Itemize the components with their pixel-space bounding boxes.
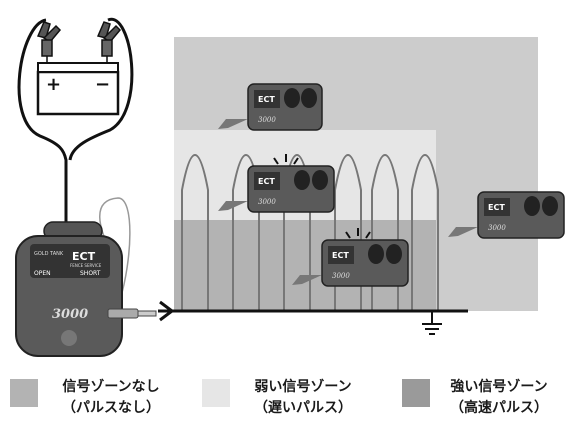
battery-cable	[17, 18, 134, 236]
legend-strong-signal-line2: （高速パルス）	[450, 400, 548, 416]
legend-item-weak-signal: 弱い信号ゾーン （遅いパルス）	[202, 377, 372, 421]
legend-swatch-no-signal	[10, 379, 38, 407]
legend-swatch-weak-signal	[202, 379, 230, 407]
sensor-strong-number: 3000	[332, 272, 350, 280]
sensor-outside-model: ECT	[488, 203, 505, 212]
battery: + −	[36, 62, 120, 116]
legend-item-no-signal: 信号ゾーンなし （パルスなし）	[10, 377, 180, 421]
sensor-weak-number: 3000	[258, 198, 276, 206]
alligator-clip-right-icon	[96, 21, 122, 64]
alligator-clip-left-icon	[36, 21, 62, 64]
sensor-outside-number: 3000	[488, 224, 506, 232]
ground-symbol	[422, 311, 442, 335]
tester-brand: GOLD TANK	[34, 251, 64, 257]
legend-no-signal-line2: （パルスなし）	[62, 400, 160, 416]
sensor-device-outside: ECT 3000	[448, 191, 565, 239]
wire-chevron	[159, 300, 175, 322]
sensor-strong-model: ECT	[332, 251, 349, 260]
tester-model: ECT	[72, 250, 96, 263]
legend-strong-signal-line1: 強い信号ゾーン	[450, 379, 548, 395]
sensor-weak-model: ECT	[258, 177, 275, 186]
legend-weak-signal-line1: 弱い信号ゾーン	[254, 379, 352, 395]
battery-plus-label: +	[46, 74, 61, 95]
sensor-device-strong: ECT 3000	[292, 228, 409, 287]
fence-tester: GOLD TANK ECT FENCE SERVICE OPEN SHORT 3…	[15, 221, 123, 357]
probe	[107, 308, 157, 319]
legend-swatch-strong-signal	[402, 379, 430, 407]
sensor-device-top: ECT 3000	[218, 83, 323, 131]
tester-short-label: SHORT	[80, 270, 101, 277]
sensor-device-weak: ECT 3000	[218, 154, 335, 213]
tester-open-label: OPEN	[34, 270, 51, 277]
tester-subtitle: FENCE SERVICE	[70, 263, 102, 268]
sensor-top-number: 3000	[258, 116, 276, 124]
tester-number: 3000	[52, 307, 88, 322]
legend-weak-signal-line2: （遅いパルス）	[254, 400, 352, 416]
battery-minus-label: −	[95, 74, 110, 95]
legend-no-signal-line1: 信号ゾーンなし	[62, 379, 160, 395]
legend-item-strong-signal: 強い信号ゾーン （高速パルス）	[402, 377, 562, 421]
sensor-top-model: ECT	[258, 95, 275, 104]
